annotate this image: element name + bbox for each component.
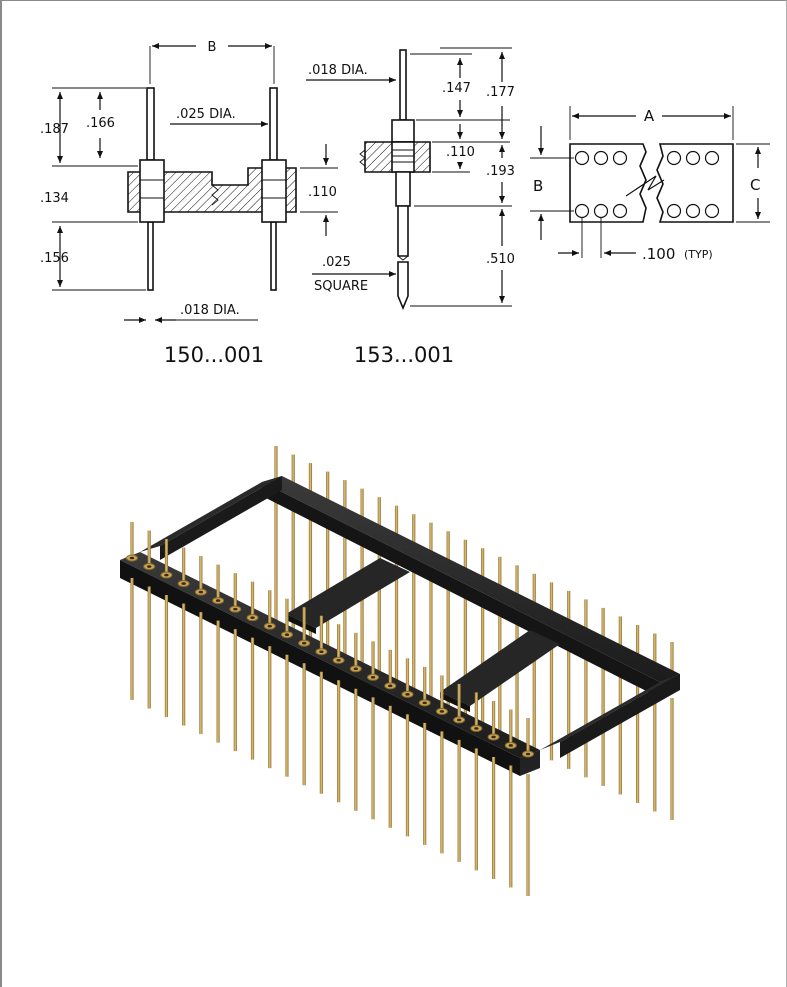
socket-housing — [120, 476, 680, 776]
caption-153-001: 153...001 — [354, 343, 454, 367]
dim-147-label: .147 — [442, 81, 471, 96]
footprint-left-half — [569, 143, 647, 223]
front-pin-3 — [160, 539, 173, 718]
front-pin-1 — [126, 522, 138, 700]
front-pin-19 — [435, 675, 448, 854]
front-pin-13 — [332, 624, 345, 803]
drawing-150-001: B .187 .166 .025 DIA. .110 .134 .156 .01… — [40, 40, 338, 367]
front-pin-8 — [246, 581, 259, 760]
right-pin-lower — [270, 221, 277, 291]
break-symbol — [625, 175, 665, 197]
front-pin-9 — [263, 590, 276, 769]
dim-187-label: .187 — [40, 122, 69, 137]
front-pin-10 — [280, 598, 293, 777]
footprint-right-half — [656, 143, 734, 223]
dim-c-label: C — [750, 176, 760, 194]
dim-018-dia-label-2: .018 DIA. — [308, 63, 368, 78]
dim-b-footprint-label: B — [533, 177, 543, 195]
left-pin-upper — [146, 87, 155, 161]
socket-3d-render — [120, 446, 680, 896]
front-pin-12 — [315, 615, 328, 794]
front-pin-2 — [143, 530, 156, 709]
dim-square-label: SQUARE — [314, 279, 368, 294]
left-pin-lower — [147, 221, 154, 291]
left-sleeve — [139, 159, 165, 223]
dim-156-label: .156 — [40, 251, 69, 266]
dim-b-label: B — [208, 40, 217, 55]
front-pin-14 — [349, 632, 362, 811]
dim-134-label: .134 — [40, 191, 69, 206]
front-pin-17 — [401, 658, 414, 837]
dim-510-label: .510 — [486, 252, 515, 267]
dim-pitch-label: .100 — [642, 245, 675, 263]
dim-018-dia-label: .018 DIA. — [180, 303, 240, 318]
right-sleeve — [261, 159, 287, 223]
front-pin-11 — [298, 607, 311, 786]
tail-upper — [397, 205, 409, 257]
dim-177-label: .177 — [486, 85, 515, 100]
front-pin-16 — [384, 649, 397, 828]
front-pin-21 — [470, 692, 483, 871]
front-pin-6 — [212, 564, 225, 743]
dim-110-label-2: .110 — [446, 145, 475, 160]
dim-193-label: .193 — [486, 164, 515, 179]
back-pin-1 — [270, 446, 282, 624]
tail-tip — [397, 261, 409, 311]
top-pin — [399, 49, 407, 121]
front-pin-18 — [418, 666, 431, 845]
dim-166-label: .166 — [86, 116, 115, 131]
drawing-153-001: .018 DIA. .147 .177 .110 .193 .510 .025 … — [306, 47, 515, 367]
dim-025-label: .025 — [322, 255, 351, 270]
dim-pitch-note: (TYP) — [684, 248, 713, 261]
caption-150-001: 150...001 — [164, 343, 264, 367]
front-pin-15 — [367, 641, 380, 820]
front-pin-4 — [177, 547, 190, 726]
front-pin-22 — [487, 700, 500, 879]
dim-110-label: .110 — [308, 185, 337, 200]
front-pin-5 — [194, 556, 207, 735]
housing-section — [127, 167, 297, 213]
right-pin-upper — [269, 87, 278, 161]
front-pin-7 — [229, 573, 242, 752]
front-pin-23 — [504, 709, 517, 888]
footprint-view: A B C .100 (TYP) — [530, 106, 770, 263]
front-pin-24 — [522, 718, 534, 896]
front-pin-20 — [453, 683, 466, 862]
footprint-holes — [574, 150, 720, 219]
dim-025-dia-label: .025 DIA. — [176, 107, 236, 122]
dim-a-label: A — [644, 107, 655, 125]
front-row-pins — [126, 522, 534, 896]
